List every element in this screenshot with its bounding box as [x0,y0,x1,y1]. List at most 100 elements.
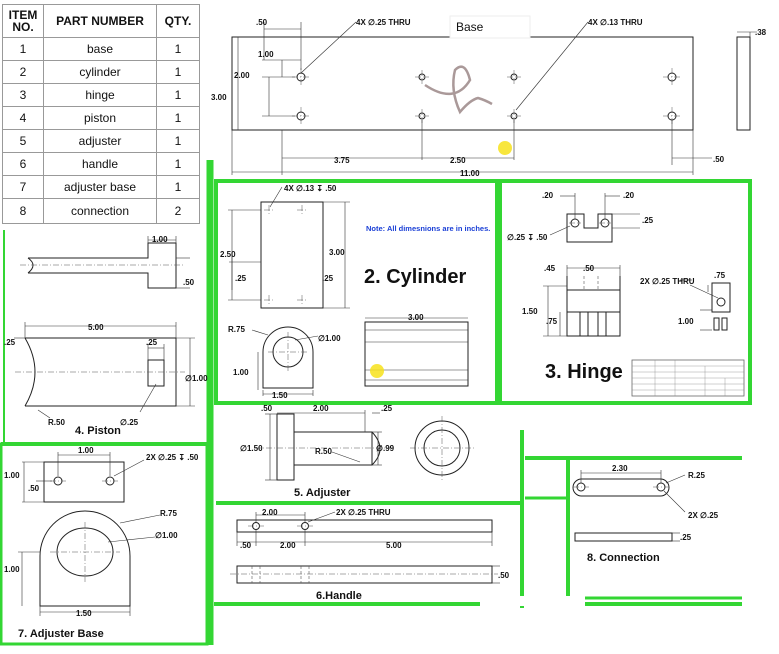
bom-part: connection [43,198,157,224]
base-dim-seg1: 3.75 [334,156,350,165]
cylinder-note: Note: All dimesnions are in inches. [366,224,490,233]
adjuster-base-drawing: 7. Adjuster Base 1.00 2X ∅.25 ↧ .50 1.00… [4,446,199,640]
cylinder-dim-edge-right: .25 [322,274,334,283]
bom-part: cylinder [43,60,157,84]
connection-callout-holes: 2X ∅.25 [688,511,719,520]
cursor-highlight [370,364,384,378]
handle-drawing: 6.Handle 2.00 2X ∅.25 THRU .50 2.00 5.00… [230,508,510,602]
adjuster-dim-dia-left: ∅1.50 [240,444,263,453]
bom-header-row: ITEM NO. PART NUMBER QTY. [2,4,200,38]
adjuster-base-dim-bore: ∅1.00 [155,531,178,540]
base-dim-hole-offset: 1.00 [258,50,274,59]
hinge-dim-height: 1.50 [522,307,538,316]
hinge-dim-f: .75 [546,317,558,326]
adjuster-base-dim-radius: R.75 [160,509,177,518]
bom-qty: 2 [156,198,200,224]
base-dim-seg2: 2.50 [450,156,466,165]
bom-qty: 1 [156,37,200,61]
piston-dim-dia: ∅1.00 [185,374,208,383]
connection-drawing: 8. Connection 2.30 R.25 2X ∅.25 .25 [572,464,719,564]
piston-dim-slot: .25 [146,338,158,347]
handle-dim-a: 2.00 [262,508,278,517]
cylinder-dim-radius: R.75 [228,325,245,334]
cylinder-drawing: 2. Cylinder Note: All dimesnions are in … [220,184,490,400]
handle-title: 6.Handle [316,590,362,602]
bom-item: 3 [2,83,44,107]
bom-item: 4 [2,106,44,130]
hinge-dim-b: .20 [623,191,635,200]
cylinder-dim-length: 3.00 [408,313,424,322]
cylinder-dim-height-right: 3.00 [329,248,345,257]
hinge-dim-h: 1.00 [678,317,694,326]
hinge-title: 3. Hinge [545,361,623,383]
bom-part: handle [43,152,157,176]
bom-item: 6 [2,152,44,176]
cylinder-dim-center: 1.00 [233,368,249,377]
hinge-dim-d: .45 [544,264,556,273]
hinge-dim-c: .25 [642,216,654,225]
adjuster-base-title: 7. Adjuster Base [18,628,104,640]
adjuster-base-dim-width: 1.50 [76,609,92,618]
base-dim-total: 11.00 [460,169,480,178]
handle-dim-thick: .50 [498,571,510,580]
connection-dim-length: 2.30 [612,464,628,473]
piston-drawing: 4. Piston 1.00 .50 .25 5.00 .25 ∅1.00 R.… [4,235,208,437]
piston-dim-radius: R.50 [48,418,65,427]
hinge-dim-a: .20 [542,191,554,200]
base-dim-top: .50 [256,18,268,27]
adjuster-base-callout-holes: 2X ∅.25 ↧ .50 [146,453,199,462]
adjuster-dim-radius: R.50 [315,447,332,456]
bom-header-qty: QTY. [156,4,200,38]
handle-dim-b: .50 [240,541,252,550]
hinge-callout-counterbore: ∅.25 ↧ .50 [507,233,548,242]
hinge-dim-g: .75 [714,271,726,280]
base-drawing: Base 4X ∅.25 THRU 4X ∅.13 THRU .50 1.00 … [211,15,767,178]
base-dim-edge: .50 [713,155,725,164]
hinge-callout-holes: 2X ∅.25 THRU [640,277,695,286]
connection-title: 8. Connection [587,552,660,564]
bom-qty: 1 [156,83,200,107]
cursor-highlight [498,141,512,155]
adjuster-dim-b: 2.00 [313,404,329,413]
cylinder-dim-width: 1.50 [272,391,288,400]
cylinder-dim-edge-left: .25 [235,274,247,283]
base-dim-thickness: .38 [755,28,767,37]
piston-dim-top: 1.00 [152,235,168,244]
adjuster-dim-a: .50 [261,404,273,413]
cylinder-dim-bore: ∅1.00 [318,334,341,343]
bom-qty: 1 [156,152,200,176]
cylinder-callout-holes: 4X ∅.13 ↧ .50 [284,184,337,193]
base-dim-height: 3.00 [211,93,227,102]
bom-header-item: ITEM NO. [2,4,44,38]
adjuster-title: 5. Adjuster [294,487,351,499]
piston-dim-left: .25 [4,338,16,347]
base-dim-hole-spacing: 2.00 [234,71,250,80]
piston-title: 4. Piston [75,425,121,437]
piston-dim-side: .50 [183,278,195,287]
hinge-dim-e: .50 [583,264,595,273]
bom-header-part: PART NUMBER [43,4,157,38]
title-block [631,359,745,397]
bom-item: 8 [2,198,44,224]
green-frame [0,160,752,646]
pen-scribble [424,65,493,115]
adjuster-dim-dia-right: ∅.99 [376,444,395,453]
base-label: Base [456,20,484,34]
connection-dim-radius: R.25 [688,471,705,480]
bom-qty: 1 [156,129,200,153]
adjuster-base-dim-top: 1.00 [78,446,94,455]
adjuster-base-dim-half: .50 [28,484,40,493]
bom-part: base [43,37,157,61]
adjuster-dim-c: .25 [381,404,393,413]
bom-item: 2 [2,60,44,84]
hinge-drawing: 3. Hinge .20 .20 .25 ∅.25 ↧ .50 .45 .50 … [507,191,745,397]
base-callout-small-holes: 4X ∅.13 THRU [588,18,643,27]
